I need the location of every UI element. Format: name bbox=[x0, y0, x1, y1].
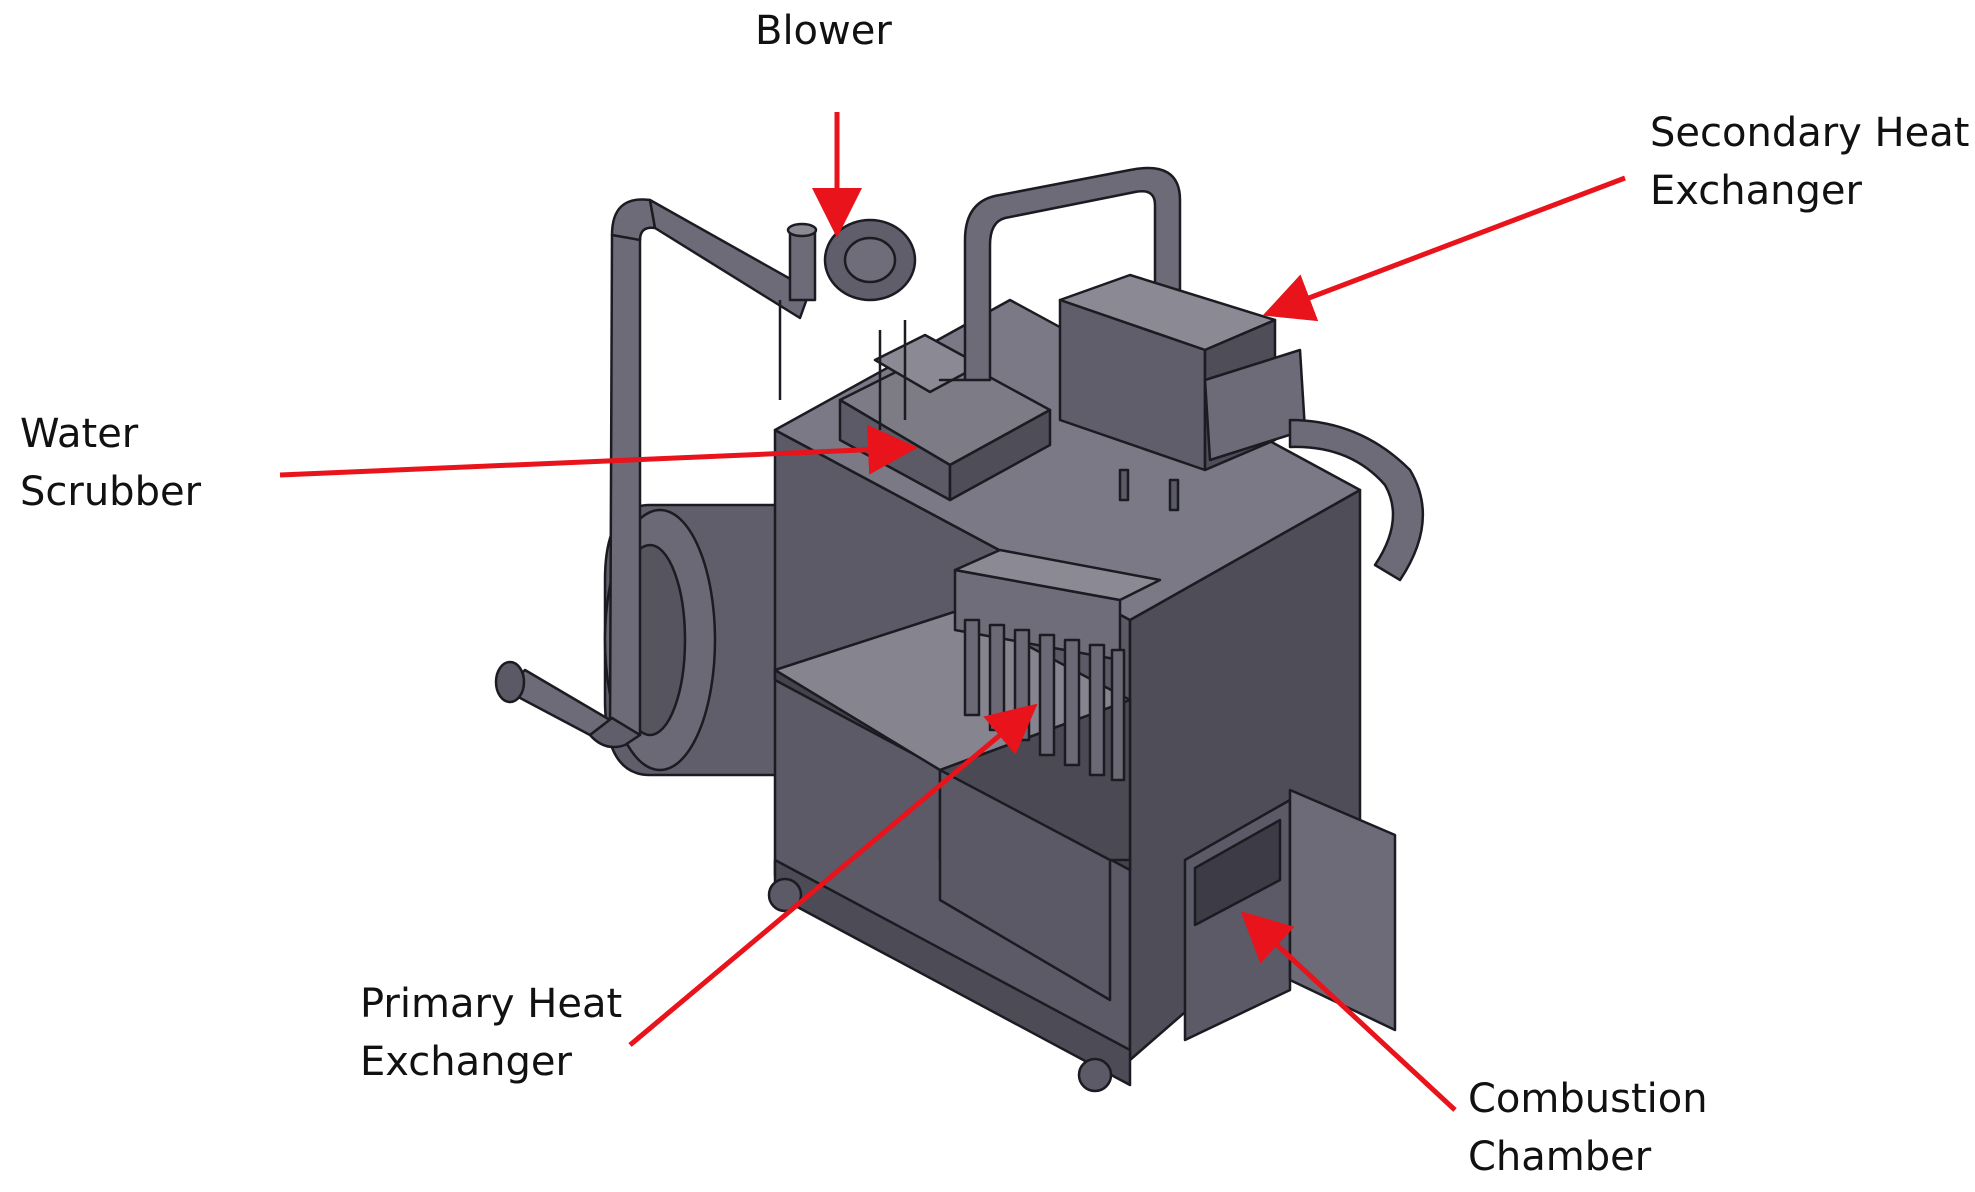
combustion-chamber bbox=[1183, 788, 1397, 1042]
label-primary-heat-exchanger: Primary Heat Exchanger bbox=[360, 975, 622, 1091]
machine-illustration bbox=[494, 166, 1425, 1093]
return-pipe bbox=[494, 198, 812, 749]
label-water-scrubber: Water Scrubber bbox=[20, 405, 201, 521]
label-secondary-heat-exchanger: Secondary Heat Exchanger bbox=[1650, 104, 1969, 220]
label-secondary-line2: Exchanger bbox=[1650, 168, 1862, 214]
label-combustion-line2: Chamber bbox=[1468, 1134, 1652, 1180]
label-secondary-line1: Secondary Heat bbox=[1650, 110, 1970, 156]
arrow-primary bbox=[628, 703, 1038, 1047]
label-blower: Blower bbox=[755, 2, 892, 60]
overhead-pipe bbox=[938, 166, 1182, 382]
label-blower-text: Blower bbox=[755, 8, 892, 54]
label-combustion-chamber: Combustion Chamber bbox=[1468, 1070, 1708, 1186]
arrow-secondary bbox=[1262, 175, 1626, 322]
arrows bbox=[279, 112, 1626, 1112]
arrow-combustion bbox=[1240, 911, 1457, 1112]
label-combustion-line1: Combustion bbox=[1468, 1076, 1708, 1122]
arrow-water bbox=[279, 424, 918, 478]
label-primary-line2: Exchanger bbox=[360, 1039, 572, 1085]
label-primary-line1: Primary Heat bbox=[360, 981, 623, 1027]
secondary-heat-exchanger bbox=[1058, 273, 1425, 582]
label-water-line1: Water bbox=[20, 411, 139, 457]
label-water-line2: Scrubber bbox=[20, 469, 202, 515]
blower bbox=[778, 218, 917, 430]
